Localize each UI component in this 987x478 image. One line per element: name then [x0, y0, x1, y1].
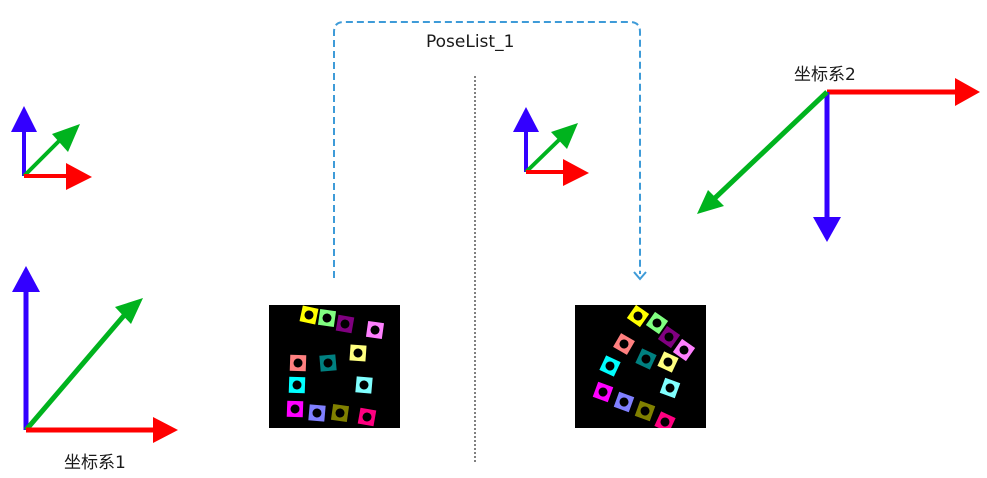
- axes-frame-2: [697, 78, 980, 242]
- washer-object: [308, 404, 326, 422]
- washer-object: [357, 407, 377, 427]
- washer-object: [286, 400, 304, 418]
- poselist-title: PoseList_1: [426, 32, 515, 52]
- objects-image-left: [286, 305, 385, 427]
- washer-object: [288, 376, 306, 394]
- washer-object: [592, 381, 614, 403]
- washer-object: [330, 403, 350, 423]
- poselist-connector: [333, 21, 641, 278]
- washer-object: [289, 354, 307, 372]
- image-thumbnail-frame-2: [575, 304, 706, 433]
- washer-object: [299, 305, 319, 325]
- connector-arrowhead-icon: [633, 271, 647, 281]
- image-thumbnail-frame-1: [269, 305, 400, 428]
- small-axes-frame-left: [11, 106, 92, 190]
- washer-object: [672, 338, 696, 362]
- frame-2-label: 坐标系2: [794, 65, 856, 85]
- frame-1-label: 坐标系1: [64, 453, 126, 473]
- axes-frame-1: [12, 266, 178, 443]
- washer-object: [613, 391, 635, 413]
- washer-object: [355, 376, 373, 394]
- washer-object: [657, 325, 681, 349]
- washer-object: [317, 308, 337, 328]
- washer-object: [365, 320, 385, 340]
- washer-object: [626, 304, 650, 328]
- washer-object: [613, 333, 635, 355]
- washer-object: [645, 311, 669, 335]
- washer-object: [635, 348, 657, 370]
- washer-object: [349, 344, 367, 362]
- washer-object: [634, 400, 656, 422]
- washer-object: [335, 314, 355, 334]
- objects-image-right: [592, 304, 696, 433]
- small-axes-frame-right: [513, 107, 589, 186]
- washer-object: [319, 354, 337, 372]
- washer-object: [654, 411, 676, 433]
- washer-object: [659, 377, 681, 399]
- washer-object: [599, 355, 621, 377]
- washer-object: [657, 351, 679, 373]
